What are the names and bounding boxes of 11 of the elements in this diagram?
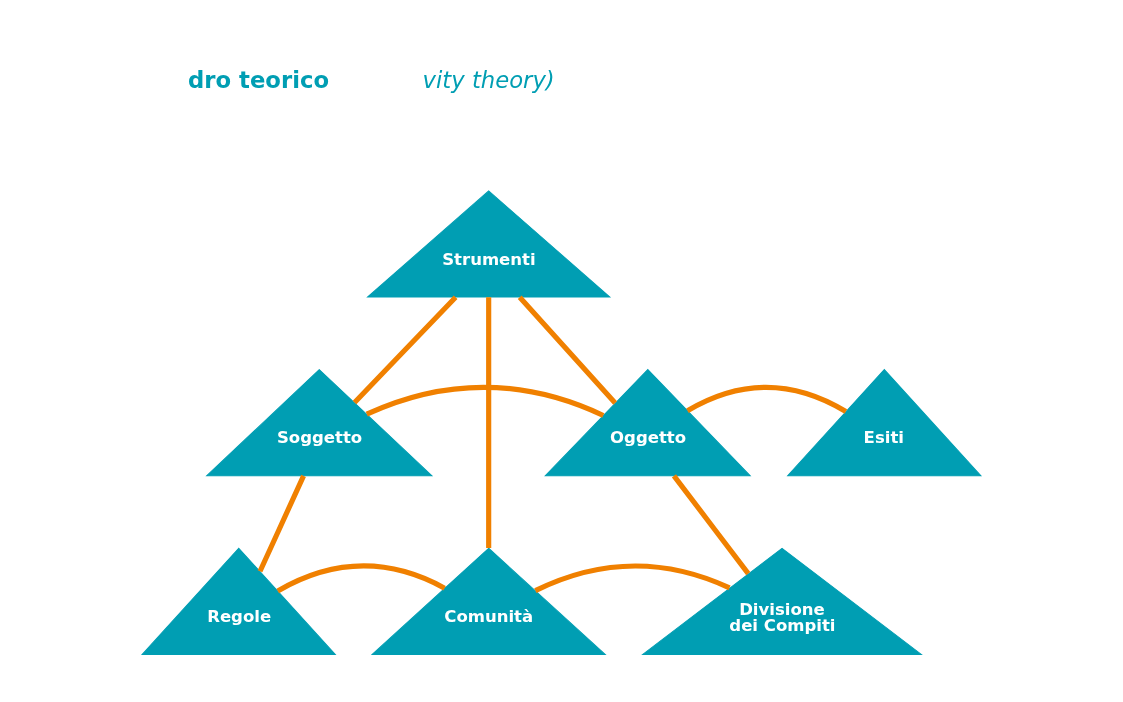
connector	[671, 474, 751, 576]
connector	[276, 563, 446, 594]
connector	[686, 384, 848, 414]
connector	[517, 295, 618, 405]
label: vity theory)	[422, 66, 555, 93]
connector	[257, 474, 306, 573]
connector	[365, 384, 605, 418]
connector	[534, 563, 731, 593]
connector	[486, 297, 492, 549]
label: dro teorico	[188, 66, 330, 93]
connector	[352, 295, 458, 405]
